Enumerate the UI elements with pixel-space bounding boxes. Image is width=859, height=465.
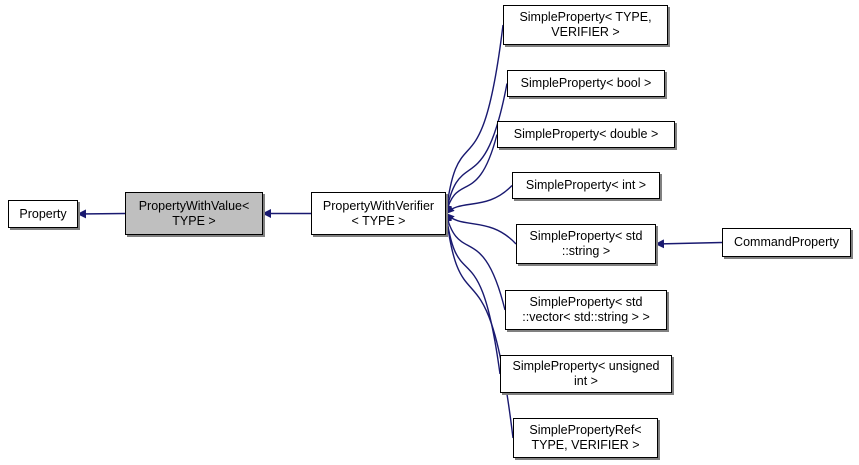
class-node-label: PropertyWithValue< TYPE > — [138, 198, 250, 228]
class-node-sp_int[interactable]: SimpleProperty< int > — [512, 172, 660, 199]
class-node-label: CommandProperty — [734, 235, 839, 249]
class-node-sp_vector_string[interactable]: SimpleProperty< std ::vector< std::strin… — [505, 290, 667, 330]
class-node-propertywithvalue[interactable]: PropertyWithValue< TYPE > — [125, 192, 263, 235]
inheritance-edge-sp_type_verifier-to-propertywithverifier — [442, 24, 504, 215]
inheritance-edge-sp_double-to-propertywithverifier — [443, 134, 498, 215]
class-node-label: SimpleProperty< TYPE, VERIFIER > — [519, 10, 652, 39]
class-node-sp_string[interactable]: SimpleProperty< std ::string > — [516, 224, 656, 264]
class-node-sp_type_verifier[interactable]: SimpleProperty< TYPE, VERIFIER > — [503, 5, 668, 45]
class-node-label: SimpleProperty< double > — [513, 127, 659, 141]
class-node-sp_bool[interactable]: SimpleProperty< bool > — [507, 70, 665, 97]
inheritance-edge-sp_vector_string-to-propertywithverifier — [443, 212, 506, 311]
class-node-label: SimpleProperty< bool > — [520, 76, 652, 90]
class-node-propertywithverifier[interactable]: PropertyWithVerifier < TYPE > — [311, 192, 446, 235]
class-node-commandproperty[interactable]: CommandProperty — [722, 228, 851, 257]
inheritance-edge-sp_string-to-propertywithverifier — [445, 212, 517, 245]
class-node-label: SimpleProperty< unsigned int > — [512, 359, 660, 388]
class-node-sp_ref[interactable]: SimplePropertyRef< TYPE, VERIFIER > — [513, 418, 658, 458]
inheritance-edge-sp_int-to-propertywithverifier — [445, 185, 513, 215]
class-node-sp_double[interactable]: SimpleProperty< double > — [497, 121, 675, 148]
class-node-sp_unsigned_int[interactable]: SimpleProperty< unsigned int > — [500, 355, 672, 393]
inheritance-edge-sp_unsigned_int-to-propertywithverifier — [442, 212, 501, 375]
class-node-label: SimpleProperty< std ::string > — [529, 229, 643, 258]
class-node-label: SimplePropertyRef< TYPE, VERIFIER > — [529, 423, 642, 452]
class-node-label: SimpleProperty< int > — [525, 178, 647, 192]
class-node-label: PropertyWithVerifier < TYPE > — [322, 198, 435, 228]
class-node-label: SimpleProperty< std ::vector< std::strin… — [522, 295, 650, 324]
class-node-label: Property — [19, 206, 67, 221]
class-node-property[interactable]: Property — [8, 200, 78, 228]
inheritance-edge-propertywithvalue-to-property — [77, 209, 126, 219]
inheritance-edge-sp_ref-to-propertywithverifier — [442, 212, 514, 439]
inheritance-edge-commandproperty-to-sp_string — [655, 239, 723, 249]
